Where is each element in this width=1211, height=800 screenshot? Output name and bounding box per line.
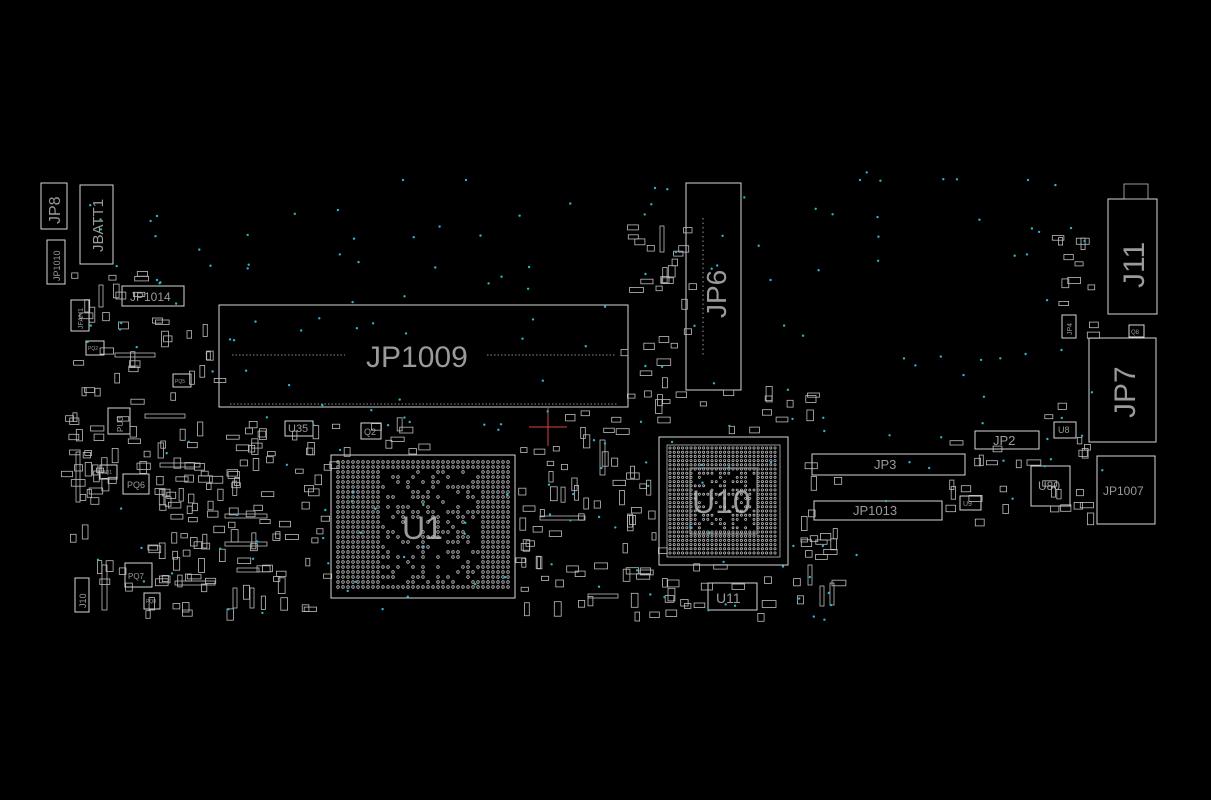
jp1007-label: JP1007 bbox=[1103, 484, 1144, 498]
pq2-label: PQ2 bbox=[88, 346, 98, 352]
q2-chip[interactable]: Q2 bbox=[360, 422, 382, 440]
pq6-chip[interactable]: PQ6 bbox=[122, 473, 150, 495]
j11-connector[interactable]: J11 bbox=[1107, 183, 1158, 315]
u1-label: U1 bbox=[402, 510, 443, 546]
crosshair-cursor bbox=[529, 408, 567, 446]
jbatt1-label: JBATT1 bbox=[90, 199, 107, 252]
bga-solder-balls bbox=[336, 446, 777, 589]
pu3-label: PU3 bbox=[116, 416, 125, 432]
jp8-label: JP8 bbox=[47, 196, 64, 224]
jp1013-label: JP1013 bbox=[853, 503, 897, 518]
u8-chip[interactable]: U8 bbox=[1053, 421, 1077, 439]
jp2-label: JP2 bbox=[993, 433, 1015, 448]
u9-label: U9 bbox=[963, 501, 972, 508]
jp3-connector[interactable]: JP3 bbox=[811, 453, 966, 476]
u11-chip[interactable]: U11 bbox=[707, 582, 758, 611]
jp1014-connector[interactable]: JP1014 bbox=[121, 285, 185, 307]
pq5-label: PQ5 bbox=[175, 379, 185, 385]
passive-components bbox=[61, 224, 1101, 622]
test-point-vias bbox=[86, 171, 1104, 621]
pq6-label: PQ6 bbox=[127, 480, 145, 490]
jp7-connector[interactable]: JP7 bbox=[1088, 337, 1157, 443]
jp1007-connector[interactable]: JP1007 bbox=[1096, 455, 1156, 525]
u1-cpu-bga[interactable]: U1 bbox=[330, 454, 516, 599]
jp2-connector[interactable]: JP2 bbox=[974, 430, 1040, 450]
q2-label: Q2 bbox=[364, 427, 376, 437]
jp8-connector[interactable]: JP8 bbox=[40, 182, 68, 230]
u35-label: U35 bbox=[288, 423, 308, 435]
u11-label: U11 bbox=[716, 590, 741, 606]
jp7-label: JP7 bbox=[1109, 366, 1142, 418]
pq8-chip[interactable]: PQ8 bbox=[143, 592, 161, 610]
q8-chip[interactable]: Q8 bbox=[1128, 324, 1145, 338]
u9-chip[interactable]: U9 bbox=[959, 495, 982, 511]
pu3-chip[interactable]: PU3 bbox=[107, 407, 131, 435]
pq7-chip[interactable]: PQ7 bbox=[124, 562, 153, 588]
jp1010-label: JP1010 bbox=[52, 250, 62, 281]
j10-connector[interactable]: J10 bbox=[74, 577, 90, 613]
jp1010-connector[interactable]: JP1010 bbox=[46, 239, 66, 285]
jp4-label: JP4 bbox=[1067, 323, 1074, 335]
pq7-label: PQ7 bbox=[128, 572, 145, 581]
u8-label: U8 bbox=[1058, 425, 1070, 435]
j11-label: J11 bbox=[1118, 242, 1151, 288]
jp4-connector[interactable]: JP4 bbox=[1061, 314, 1077, 339]
jp1013-connector[interactable]: JP1013 bbox=[813, 500, 943, 521]
jp3-label: JP3 bbox=[874, 457, 896, 472]
jp1009-label: JP1009 bbox=[366, 341, 468, 374]
q8-label: Q8 bbox=[1131, 330, 1140, 336]
pq8-label: PQ8 bbox=[146, 599, 156, 605]
j10-label: J10 bbox=[78, 593, 88, 608]
jp6-connector[interactable]: JP6 bbox=[685, 182, 742, 391]
jbatt1-connector[interactable]: JBATT1 bbox=[79, 184, 114, 265]
jp6-label: JP6 bbox=[701, 270, 732, 318]
jp1014-label: JP1014 bbox=[130, 290, 171, 304]
pq5-chip[interactable]: PQ5 bbox=[172, 373, 192, 388]
